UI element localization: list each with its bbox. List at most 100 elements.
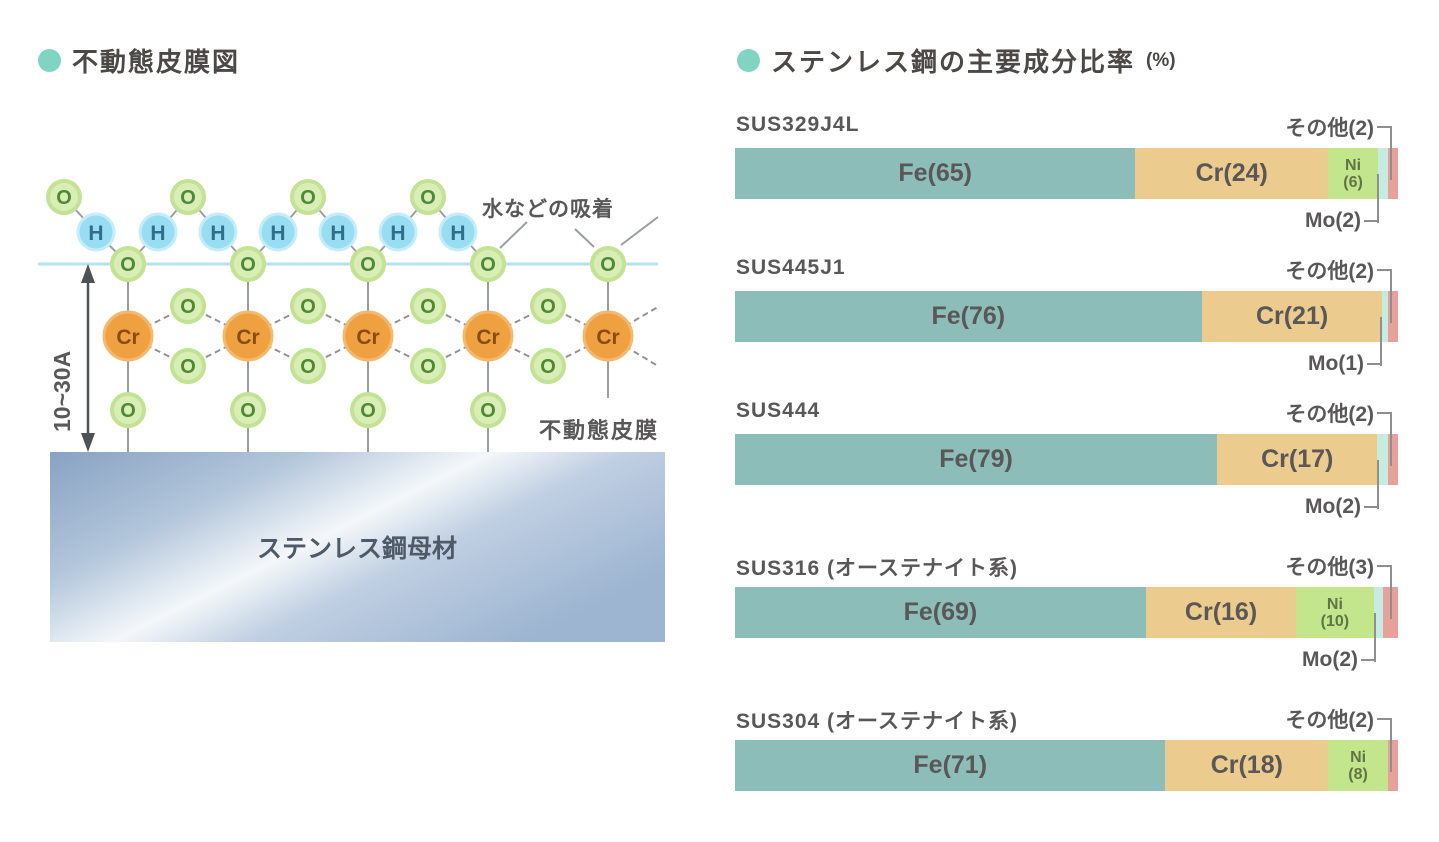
passive-film-diagram: O H Cr ステンレス鋼母材 [38,179,665,642]
chart-row-sus444: SUS444 その他(2) Fe(79) Cr(17) Mo(2) [735,398,1439,534]
o-atom [410,179,446,215]
bar-segment-cr: Cr(18) [1165,740,1329,791]
o-atom [170,179,206,215]
composition-chart: SUS329J4L その他(2) Fe(65) Cr(24) Ni(6) Mo(… [735,0,1439,842]
leader-line [1390,719,1392,772]
bar-segment-cr: Cr(21) [1201,291,1383,342]
o-atom [470,246,506,282]
leader-line [1377,174,1379,223]
bar-segment-fe: Fe(79) [735,434,1218,485]
bar-segment-ni: Ni(10) [1296,587,1374,638]
stacked-bar: Fe(76) Cr(21) [735,291,1398,342]
bar-segment-ni: Ni(8) [1328,740,1388,791]
bar-segment-other [1387,740,1398,791]
o-atom [530,348,566,384]
leader-line [1364,220,1379,222]
cr-atom [342,310,394,362]
bar-segment-mo [1382,291,1388,342]
o-atom [290,348,326,384]
leader-line [1361,659,1376,661]
alloy-name: SUS316 (オーステナイト系) [736,557,1018,580]
bar-segment-cr: Cr(24) [1135,148,1329,199]
bar-segment-fe: Fe(69) [735,587,1146,638]
leader-line [1364,506,1379,508]
mo-callout: Mo(2) [1302,648,1376,672]
cr-atom [462,310,514,362]
cr-atom [582,310,634,362]
chart-row-sus445j1: SUS445J1 その他(2) Fe(76) Cr(21) Mo(1) [735,255,1439,391]
bar-segment-fe: Fe(76) [735,291,1202,342]
chart-row-sus329j4l: SUS329J4L その他(2) Fe(65) Cr(24) Ni(6) Mo(… [735,112,1439,248]
h-atom [198,212,238,252]
bar-segment-ni: Ni(6) [1328,148,1378,199]
o-atom [470,392,506,428]
bar-segment-fe: Fe(71) [735,740,1166,791]
bar-segment-cr: Cr(16) [1145,587,1297,638]
thickness-label: 10~30A [49,351,75,432]
leader-line [1374,613,1376,662]
base-material-label: ステンレス鋼母材 [257,535,457,563]
o-atom [410,348,446,384]
h-atom [378,212,418,252]
alloy-name: SUS444 [736,399,821,422]
o-atom [170,348,206,384]
bar-segment-mo [1377,148,1388,199]
stacked-bar: Fe(65) Cr(24) Ni(6) [735,148,1398,199]
leader-line [1377,565,1392,567]
o-atom [350,392,386,428]
h-atom [138,212,178,252]
adsorption-label: 水などの吸着 [482,197,614,221]
mo-callout: Mo(2) [1305,495,1379,519]
bar-segment-mo [1377,434,1388,485]
h-atom [258,212,298,252]
other-callout: その他(2) [1285,398,1392,428]
leader-line [1390,566,1392,619]
leader-line [1380,317,1382,366]
chart-row-sus304: SUS304 (オーステナイト系) その他(2) Fe(71) Cr(18) N… [735,704,1439,840]
mo-callout: Mo(1) [1308,352,1382,376]
bar-segment-other [1387,291,1398,342]
alloy-name: SUS445J1 [736,256,846,279]
h-atom [318,212,358,252]
stacked-bar: Fe(71) Cr(18) Ni(8) [735,740,1398,791]
leader-line [1377,269,1392,271]
chart-row-sus316: SUS316 (オーステナイト系) その他(3) Fe(69) Cr(16) N… [735,551,1439,687]
o-atom [350,246,386,282]
passive-film-label: 不動態皮膜 [539,418,659,443]
h-atom [76,212,116,252]
o-atom [46,179,82,215]
other-callout: その他(2) [1285,704,1392,734]
bullet-icon [737,49,760,72]
left-title-text: 不動態皮膜図 [72,47,241,77]
o-atom [230,246,266,282]
o-atom [410,288,446,324]
right-title-text: ステンレス鋼の主要成分比率 [771,47,1136,77]
right-panel-title: ステンレス鋼の主要成分比率 (%) [737,42,1176,79]
leader-line [1377,412,1392,414]
o-atom [110,246,146,282]
alloy-name: SUS329J4L [736,113,860,136]
h-atom [438,212,478,252]
leader-line [1390,127,1392,180]
other-callout: その他(2) [1285,112,1392,142]
cr-atom [102,310,154,362]
other-callout: その他(3) [1285,551,1392,581]
other-callout: その他(2) [1285,255,1392,285]
bar-segment-mo [1373,587,1384,638]
leader-line [1377,718,1392,720]
leader-line [1390,270,1392,323]
bar-segment-cr: Cr(17) [1217,434,1378,485]
right-title-unit: (%) [1146,49,1176,71]
base-material-block [50,452,665,642]
cr-atom [222,310,274,362]
leader-line [1377,126,1392,128]
o-atom [230,392,266,428]
left-panel-title: 不動態皮膜図 [38,42,240,79]
bullet-icon [38,49,61,72]
o-atom [170,288,206,324]
o-atom [530,288,566,324]
bar-segment-fe: Fe(65) [735,148,1136,199]
o-atom [290,288,326,324]
mo-callout: Mo(2) [1305,209,1379,233]
